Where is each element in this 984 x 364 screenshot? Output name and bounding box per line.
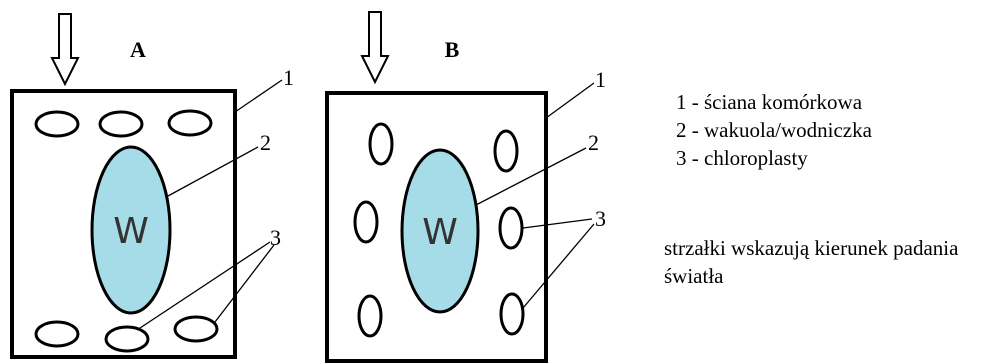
chloroplast-a-2 (98, 110, 144, 138)
light-direction-arrow-icon (50, 13, 80, 87)
vacuole-b-label: W (422, 212, 458, 253)
chloroplast-b-3 (357, 294, 383, 338)
leader-line-b-3b (522, 223, 595, 309)
cell-wall-b (325, 91, 548, 363)
chloroplast-a-4 (34, 320, 80, 348)
chloroplast-a-5 (104, 325, 150, 353)
chloroplast-b-4 (493, 129, 519, 173)
leader-line-a-3a (136, 241, 271, 331)
legend-item-chloroplasts: 3 - chloroplasty (676, 146, 808, 170)
callout-b-3: 3 (595, 206, 606, 231)
chloroplast-a-3 (167, 109, 213, 137)
chloroplast-b-1 (368, 122, 394, 166)
leader-line-a-3b (214, 244, 275, 323)
panel-b-title: B (445, 37, 460, 62)
legend: 1 - ściana komórkowa 2 - wakuola/wodnicz… (676, 88, 872, 172)
legend-item-cell-wall: 1 - ściana komórkowa (676, 90, 863, 114)
chloroplast-b-6 (499, 292, 525, 336)
chloroplast-a-6 (173, 315, 219, 343)
callout-b-2: 2 (588, 130, 599, 155)
chloroplast-a-1 (34, 110, 80, 138)
callout-a-3: 3 (270, 225, 281, 250)
leader-line-a-1 (234, 79, 283, 113)
vacuole-a (90, 145, 172, 315)
panel-b: B W 1 2 3 (325, 11, 606, 363)
callout-a-1: 1 (283, 65, 294, 90)
leader-line-b-2 (475, 147, 587, 206)
cell-wall-a (10, 89, 237, 359)
chloroplast-b-5 (498, 206, 524, 250)
light-direction-arrow-icon (360, 11, 390, 85)
chloroplast-b-2 (353, 200, 379, 244)
panel-a-title: A (130, 37, 146, 62)
callout-b-1: 1 (595, 67, 606, 92)
vacuole-a-label: W (113, 211, 149, 252)
vacuole-b (400, 148, 480, 314)
legend-item-vacuole: 2 - wakuola/wodniczka (676, 118, 872, 142)
callout-a-2: 2 (260, 130, 271, 155)
leader-line-a-2 (167, 146, 259, 197)
panel-a: A W 1 2 3 (10, 13, 294, 359)
leader-line-b-3a (522, 218, 593, 229)
light-direction-note: strzałki wskazują kierunek padania świat… (664, 236, 959, 288)
leader-line-b-1 (545, 82, 595, 119)
